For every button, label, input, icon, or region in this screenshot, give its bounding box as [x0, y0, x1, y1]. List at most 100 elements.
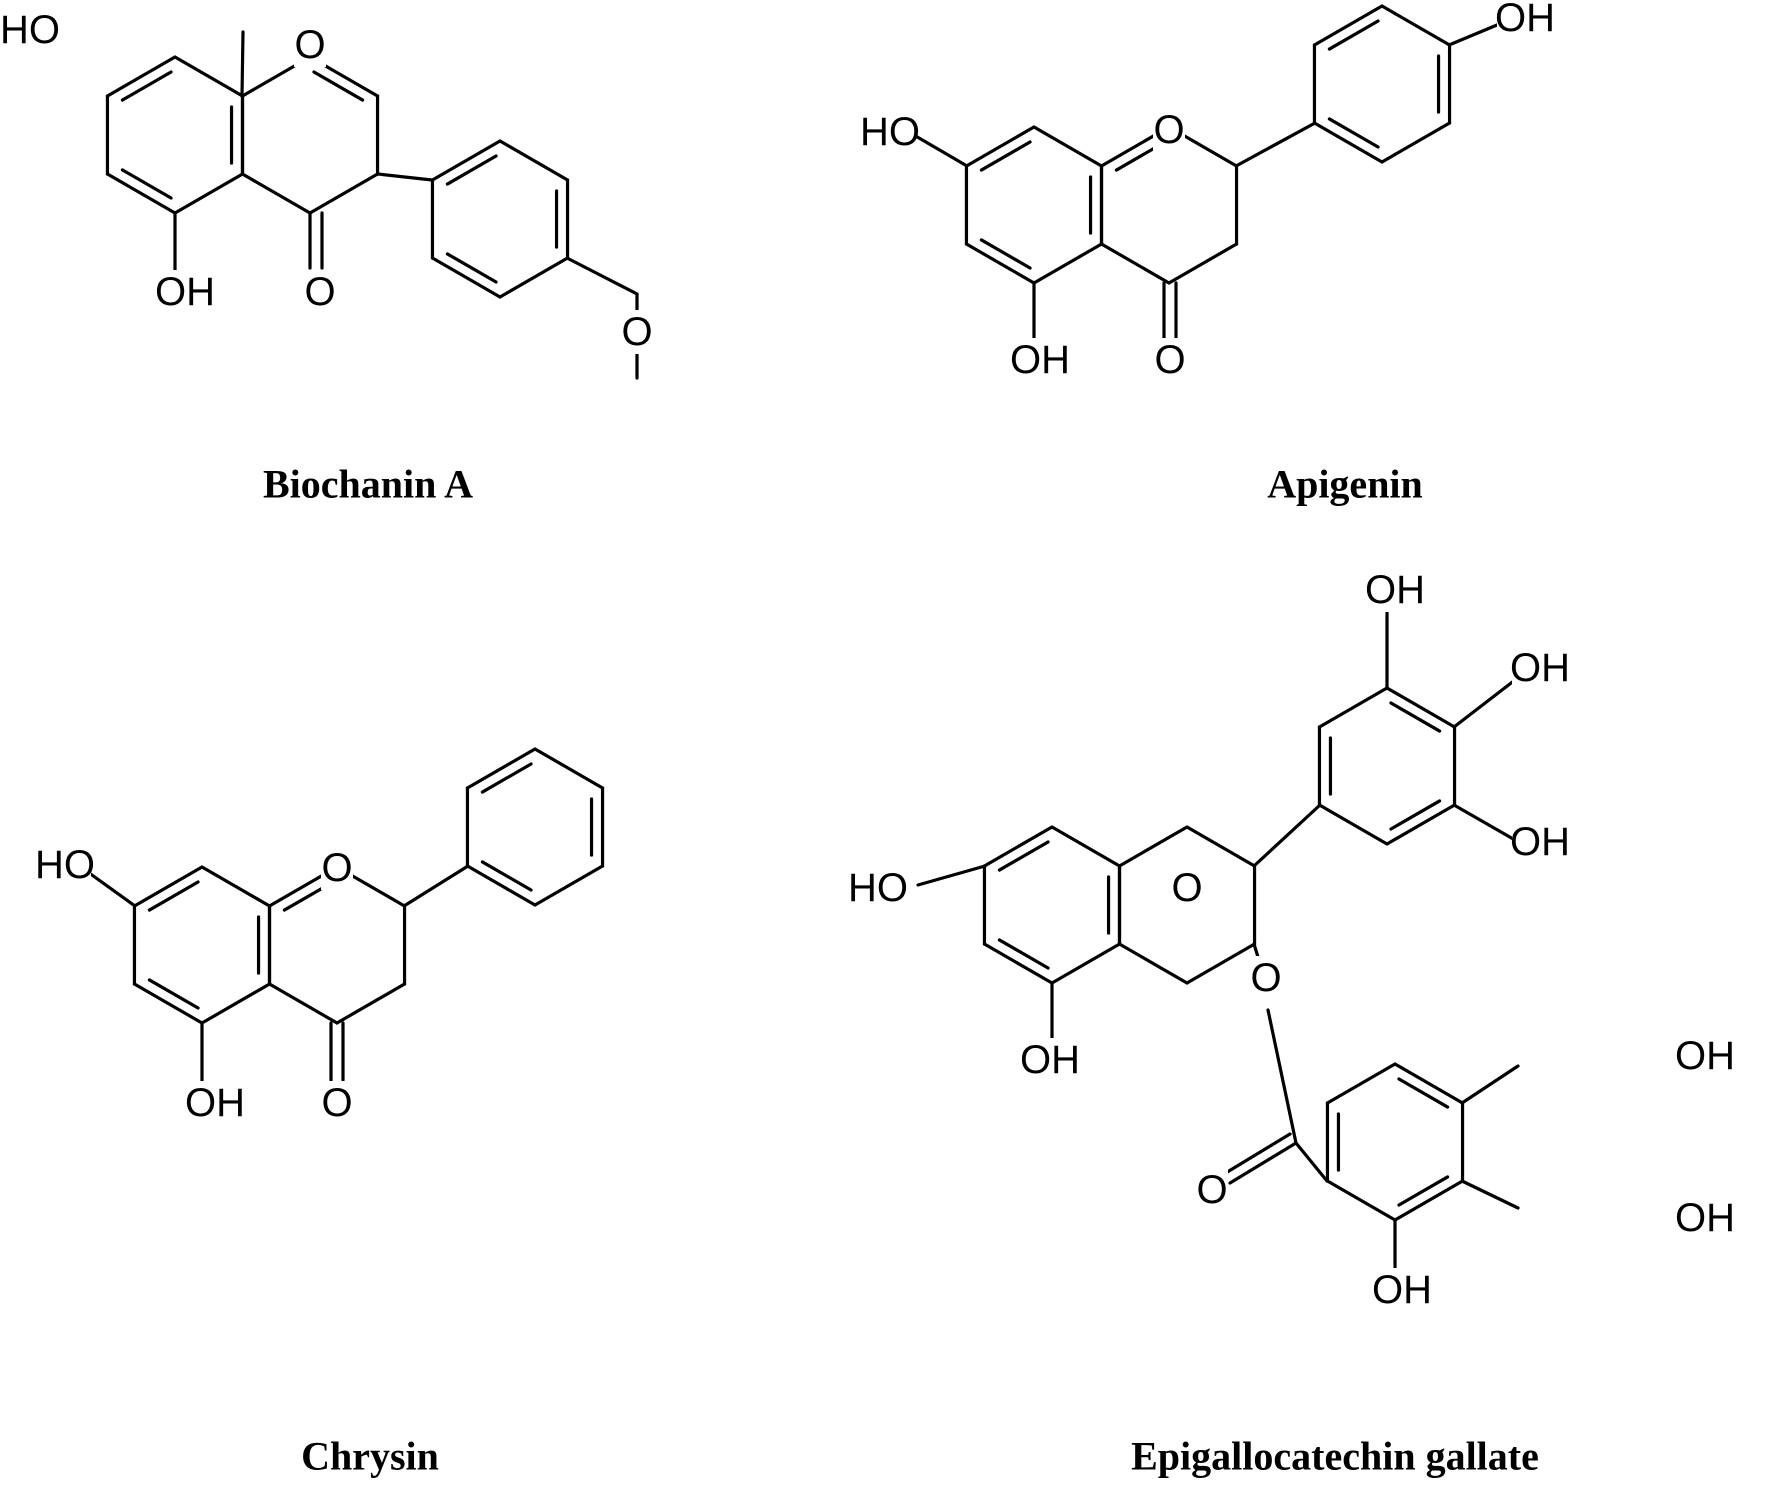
mol3-ring2-bond-1 — [1317, 803, 1389, 846]
mol1-ring0-double-bond-3 — [979, 140, 1032, 172]
mol3-atom-label-bg-4 — [1512, 646, 1568, 690]
mol0-ring0-bond-4 — [173, 55, 245, 98]
mol3-atom-label-2: OH — [1020, 1038, 1080, 1082]
mol1-atom-label-1: O — [1153, 108, 1184, 152]
mol0-bond-5 — [565, 256, 639, 296]
mol3-bond-8 — [1294, 1141, 1329, 1183]
mol0-atom-label-2: OH — [155, 270, 215, 314]
mol3-ring3-bond-1 — [1325, 1179, 1397, 1222]
mol2-ring2-bond-4 — [533, 747, 605, 790]
mol1-ring2-double-bond-3 — [1327, 19, 1380, 51]
mol1-ring2-bond-1 — [1312, 121, 1384, 164]
mol3-bond-9 — [1228, 1141, 1298, 1185]
mol3-bond-11 — [1460, 1064, 1520, 1105]
mol3-bond-12 — [1460, 1179, 1520, 1210]
mol3-atom-label-5: OH — [1510, 820, 1570, 864]
mol3-bond-7 — [1266, 1008, 1298, 1145]
mol3-atom-label-8: OH — [1675, 1034, 1735, 1078]
mol3-ring1-bond-3 — [1117, 825, 1189, 868]
mol1-atom-label-2: OH — [1010, 338, 1070, 382]
mol3-atom-label-bg-8 — [1677, 1034, 1733, 1078]
mol2-atom-label-1: O — [321, 846, 352, 890]
mol3-ring2-bond-0 — [1385, 803, 1457, 846]
mol1-ring0-bond-0 — [1032, 242, 1104, 285]
mol3-atom-label-9: OH — [1675, 1196, 1735, 1240]
mol0-atom-label-3: O — [304, 270, 335, 314]
mol3-bond-2 — [1252, 803, 1322, 868]
mol2-atom-label-bg-2 — [187, 1081, 243, 1125]
mol3-atom-label-bg-7 — [1196, 1168, 1228, 1212]
mol3-ring2-bond-4 — [1385, 686, 1457, 729]
mol3-ring3-double-bond-4 — [1397, 1077, 1450, 1109]
mol3-ring0-bond-3 — [982, 825, 1054, 868]
mol3-atom-label-bg-6 — [1250, 956, 1282, 1000]
caption-chrysin: Chrysin — [301, 1434, 439, 1479]
mol0-ring0-double-bond-3 — [120, 70, 173, 102]
mol2-bond-0 — [83, 868, 137, 908]
mol0-ring0-bond-0 — [173, 172, 245, 215]
mol0-ring0-bond-1 — [105, 172, 177, 215]
mol0-ring0-bond-3 — [105, 55, 177, 98]
mol2-atom-label-bg-3 — [321, 1081, 353, 1125]
mol3-atom-label-bg-3 — [1367, 568, 1423, 612]
mol0-atom-label-bg-0 — [32, 8, 88, 52]
mol0-ring1-bond-1 — [240, 172, 312, 215]
bonds-layer — [83, 4, 1520, 1272]
mol1-bond-4 — [1234, 121, 1317, 168]
mol1-ring1-bond-1 — [1099, 242, 1171, 285]
mol0-bond-4 — [376, 172, 434, 182]
mol0-ring1-bond-0 — [308, 172, 380, 215]
mol1-atom-label-3: O — [1154, 338, 1185, 382]
mol3-ring3-bond-3 — [1325, 1062, 1397, 1105]
mol2-bond-4 — [402, 864, 470, 908]
mol3-ring0-bond-1 — [982, 942, 1054, 985]
mol3-atom-label-bg-10 — [1374, 1268, 1430, 1312]
mol2-ring0-bond-0 — [200, 982, 272, 1025]
mol3-bond-5 — [1452, 803, 1517, 842]
mol0-ring2-bond-4 — [498, 139, 570, 182]
mol3-ring1-bond-1 — [1117, 942, 1189, 985]
mol1-atom-label-bg-2 — [1012, 338, 1068, 382]
mol3-ring0-double-bond-3 — [997, 840, 1050, 872]
mol3-atom-label-bg-1 — [1171, 866, 1203, 910]
mol2-ring0-bond-1 — [132, 982, 204, 1025]
mol0-ring2-bond-3 — [430, 139, 502, 182]
mol1-bond-0 — [905, 129, 969, 168]
mol3-ring3-bond-0 — [1393, 1179, 1465, 1222]
mol3-ring0-double-bond-1 — [997, 938, 1050, 970]
mol1-atom-label-bg-1 — [1153, 108, 1185, 152]
mol2-ring1-bond-1 — [267, 982, 339, 1025]
mol2-ring2-bond-0 — [533, 864, 605, 907]
mol2-ring0-double-bond-3 — [147, 880, 200, 912]
mol1-atom-label-0: HO — [860, 110, 920, 154]
mol3-ring3-double-bond-0 — [1397, 1175, 1450, 1207]
mol3-ring2-double-bond-0 — [1389, 799, 1442, 831]
mol3-bond-4 — [1452, 678, 1517, 729]
mol2-ring0-double-bond-1 — [147, 978, 200, 1010]
mol1-ring0-double-bond-1 — [979, 238, 1032, 270]
mol1-ring1-bond-0 — [1167, 242, 1239, 285]
mol2-ring0-bond-4 — [200, 865, 272, 908]
mol0-atom-label-bg-4 — [621, 310, 653, 354]
mol1-ring0-bond-4 — [1032, 125, 1104, 168]
mol3-atom-label-10: OH — [1372, 1268, 1432, 1312]
mol0-atom-label-bg-1 — [294, 23, 326, 67]
mol3-atom-label-4: OH — [1510, 646, 1570, 690]
mol1-ring2-bond-4 — [1380, 4, 1452, 47]
mol2-ring2-double-bond-3 — [480, 762, 533, 794]
mol0-atom-label-1: O — [294, 23, 325, 67]
mol3-atom-label-6: O — [1250, 956, 1281, 1000]
mol3-atom-label-3: OH — [1365, 568, 1425, 612]
mol1-ring2-bond-3 — [1312, 4, 1384, 47]
mol2-ring0-bond-3 — [132, 865, 204, 908]
mol3-atom-label-bg-9 — [1677, 1196, 1733, 1240]
mol2-atom-label-2: OH — [185, 1081, 245, 1125]
mol0-bond-0 — [240, 30, 245, 98]
mol0-atom-label-bg-3 — [304, 270, 336, 314]
mol2-ring2-bond-3 — [465, 747, 537, 790]
caption-apigenin: Apigenin — [1267, 462, 1423, 507]
mol3-atom-label-bg-2 — [1022, 1038, 1078, 1082]
